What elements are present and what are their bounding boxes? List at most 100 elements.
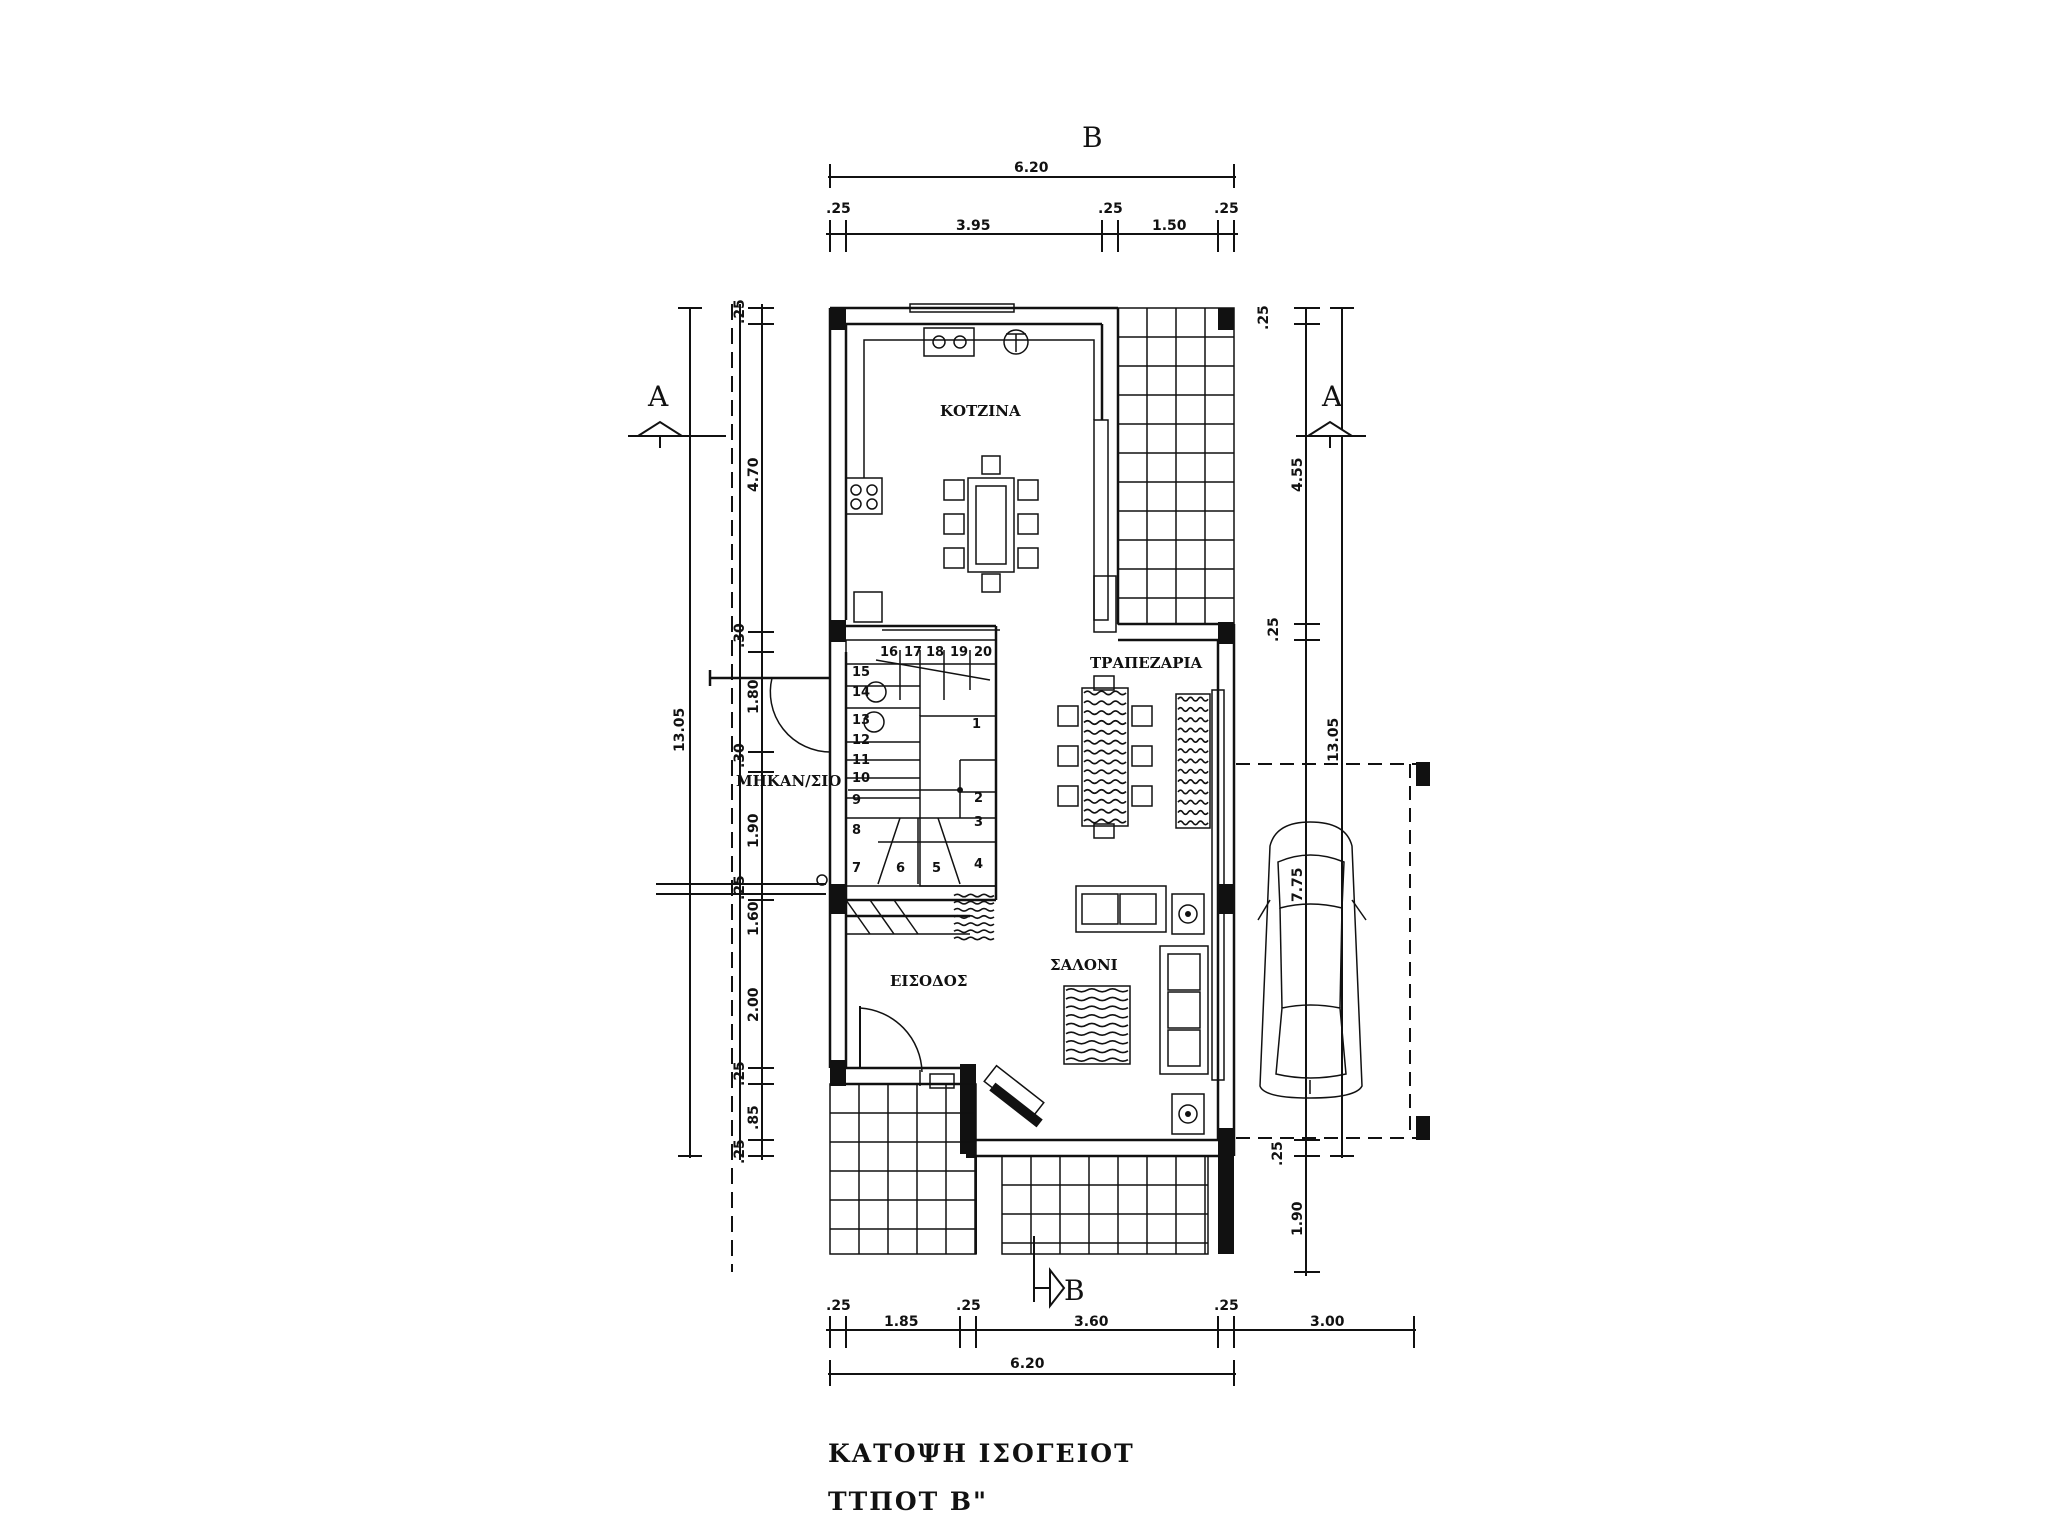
stair-step-12: 12 [852,733,870,748]
dim-bottom-total: 6.20 [1010,1356,1045,1372]
dishwasher-icon [1003,329,1029,355]
wood-grain-line [953,907,995,912]
section-mark-b-bottom: B [1064,1274,1085,1307]
dim-left-wall-5: .25 [732,1061,748,1086]
stair-step-8: 8 [852,823,861,838]
wood-grain-line [953,936,995,941]
drawing-title-line1: ΚΑΤΟΨΗ ΙΣΟΓΕΙΟΤ [828,1439,1135,1468]
dim-bottom-wall-right: .25 [1214,1298,1239,1314]
section-marker-a-right: A [1296,380,1366,448]
wood-grain-line [953,893,995,898]
room-label-living: ΣΑΛΟΝΙ [1050,956,1118,974]
dim-top-terrace: 1.50 [1152,218,1187,234]
wood-grain-line [1177,789,1209,795]
wood-grain-line [1177,727,1209,733]
dim-left-wall-2: .30 [732,623,748,648]
wood-grain-line [1083,779,1127,785]
dim-left-door: 1.80 [746,679,762,714]
wood-grain-line [953,900,995,905]
wood-grain-line [1177,809,1209,816]
dim-left-total: 13.05 [672,708,688,752]
wood-grain-line [1083,690,1127,696]
tv-unit [983,1064,1045,1128]
wood-grain-line [1177,779,1209,785]
stair-step-10: 10 [852,771,870,786]
wood-grain-line [1177,768,1209,774]
dim-left-stair: 1.60 [746,901,762,936]
wood-grain-line [1065,1057,1129,1062]
dim-bottom-living: 3.60 [1074,1314,1109,1330]
wood-grain-line [1065,1005,1129,1010]
living-furniture [953,885,1209,1158]
stair-step-9: 9 [852,793,861,808]
kitchen-table [943,455,1039,593]
dim-right-terrace: 4.55 [1290,457,1306,492]
dim-left-wall-top: .25 [732,299,748,324]
wood-grain-line [1083,739,1127,745]
wood-grain-line [1065,1022,1129,1028]
stair-step-6: 6 [896,861,905,876]
wood-grain-line [1083,710,1127,716]
wood-grain-line [1065,988,1129,993]
wood-grain-line [1083,700,1127,706]
wood-grain-line [1083,749,1127,755]
sink-icon [923,327,975,357]
dim-right-wall-low: .25 [1270,1141,1286,1166]
dim-carport-length: 7.75 [1290,867,1306,902]
wood-grain-line [1065,1014,1129,1019]
wood-grain-line [1083,818,1127,824]
car-icon [1257,821,1367,1099]
dim-bottom-wall-left: .25 [826,1298,851,1314]
dim-bottom-wall-mid: .25 [956,1298,981,1314]
stair-step-19: 19 [950,645,968,660]
wood-grain-line [1083,808,1127,814]
stair-step-7: 7 [852,861,861,876]
dim-top-wall-mid: .25 [1098,201,1123,217]
dim-right-wall-top: .25 [1256,305,1272,330]
fridge-icon [853,591,883,623]
back-terrace-tiles [1117,307,1235,625]
dim-left-wall-6: .25 [732,1139,748,1164]
stair-step-13: 13 [852,713,870,728]
wood-grain-line [1065,1048,1129,1054]
top-dimension-lines: B 6.20 .25 3.95 .25 1.50 .25 [826,121,1239,252]
section-mark-a-left: A [647,380,669,413]
stair-step-20: 20 [974,645,992,660]
stair-step-17: 17 [904,645,922,660]
kitchen-counter [845,303,1095,631]
wood-grain-line [1177,758,1209,764]
wood-grain-line [1083,729,1127,735]
front-porch-tiles [829,1083,1234,1255]
dim-right-porch: 1.90 [1290,1201,1306,1236]
wood-grain-line [953,914,995,920]
section-mark-b-top: B [1082,121,1103,154]
wood-grain-line [1177,737,1209,743]
wood-grain-line [1083,788,1127,795]
wood-grain-line [1177,706,1209,713]
drawing-title-line2: ΤΤΠΟΤ Β" [828,1487,988,1516]
wood-grain-line [953,929,995,934]
living-rug [1063,985,1131,1065]
dim-bottom-porch: 1.85 [884,1314,919,1330]
right-dimension-lines: .25 4.55 .25 13.05 .25 1.90 [1256,305,1354,1276]
dim-left-mech: 1.90 [746,813,762,848]
room-label-dining: ΤΡΑΠΕΖΑΡΙΑ [1090,654,1203,672]
wood-grain-line [1083,769,1127,775]
dim-bottom-carport: 3.00 [1310,1314,1345,1330]
dim-left-kitchen: 4.70 [746,457,762,492]
wood-grain-line [1083,798,1127,804]
staircase: 1 2 3 4 5 6 7 8 9 10 11 12 13 14 15 16 1… [845,639,997,935]
stair-step-1: 1 [972,717,981,732]
dining-furniture [1057,675,1211,839]
dim-left-porch: .85 [746,1105,762,1130]
stair-step-15: 15 [852,665,870,680]
room-label-mechanical: ΜΗΚΑΝ/ΣΙΟ [736,772,841,790]
wood-grain-line [1083,719,1127,726]
wood-grain-line [953,922,995,927]
carport: 7.75 [1236,763,1424,1139]
entrance-door [859,1006,955,1089]
room-label-entrance: ΕΙΣΟΔΟΣ [890,972,967,990]
bottom-dimension-lines: B .25 1.85 .25 3.60 .25 3.00 6.20 [826,1236,1416,1386]
section-mark-a-right: A [1321,380,1343,413]
